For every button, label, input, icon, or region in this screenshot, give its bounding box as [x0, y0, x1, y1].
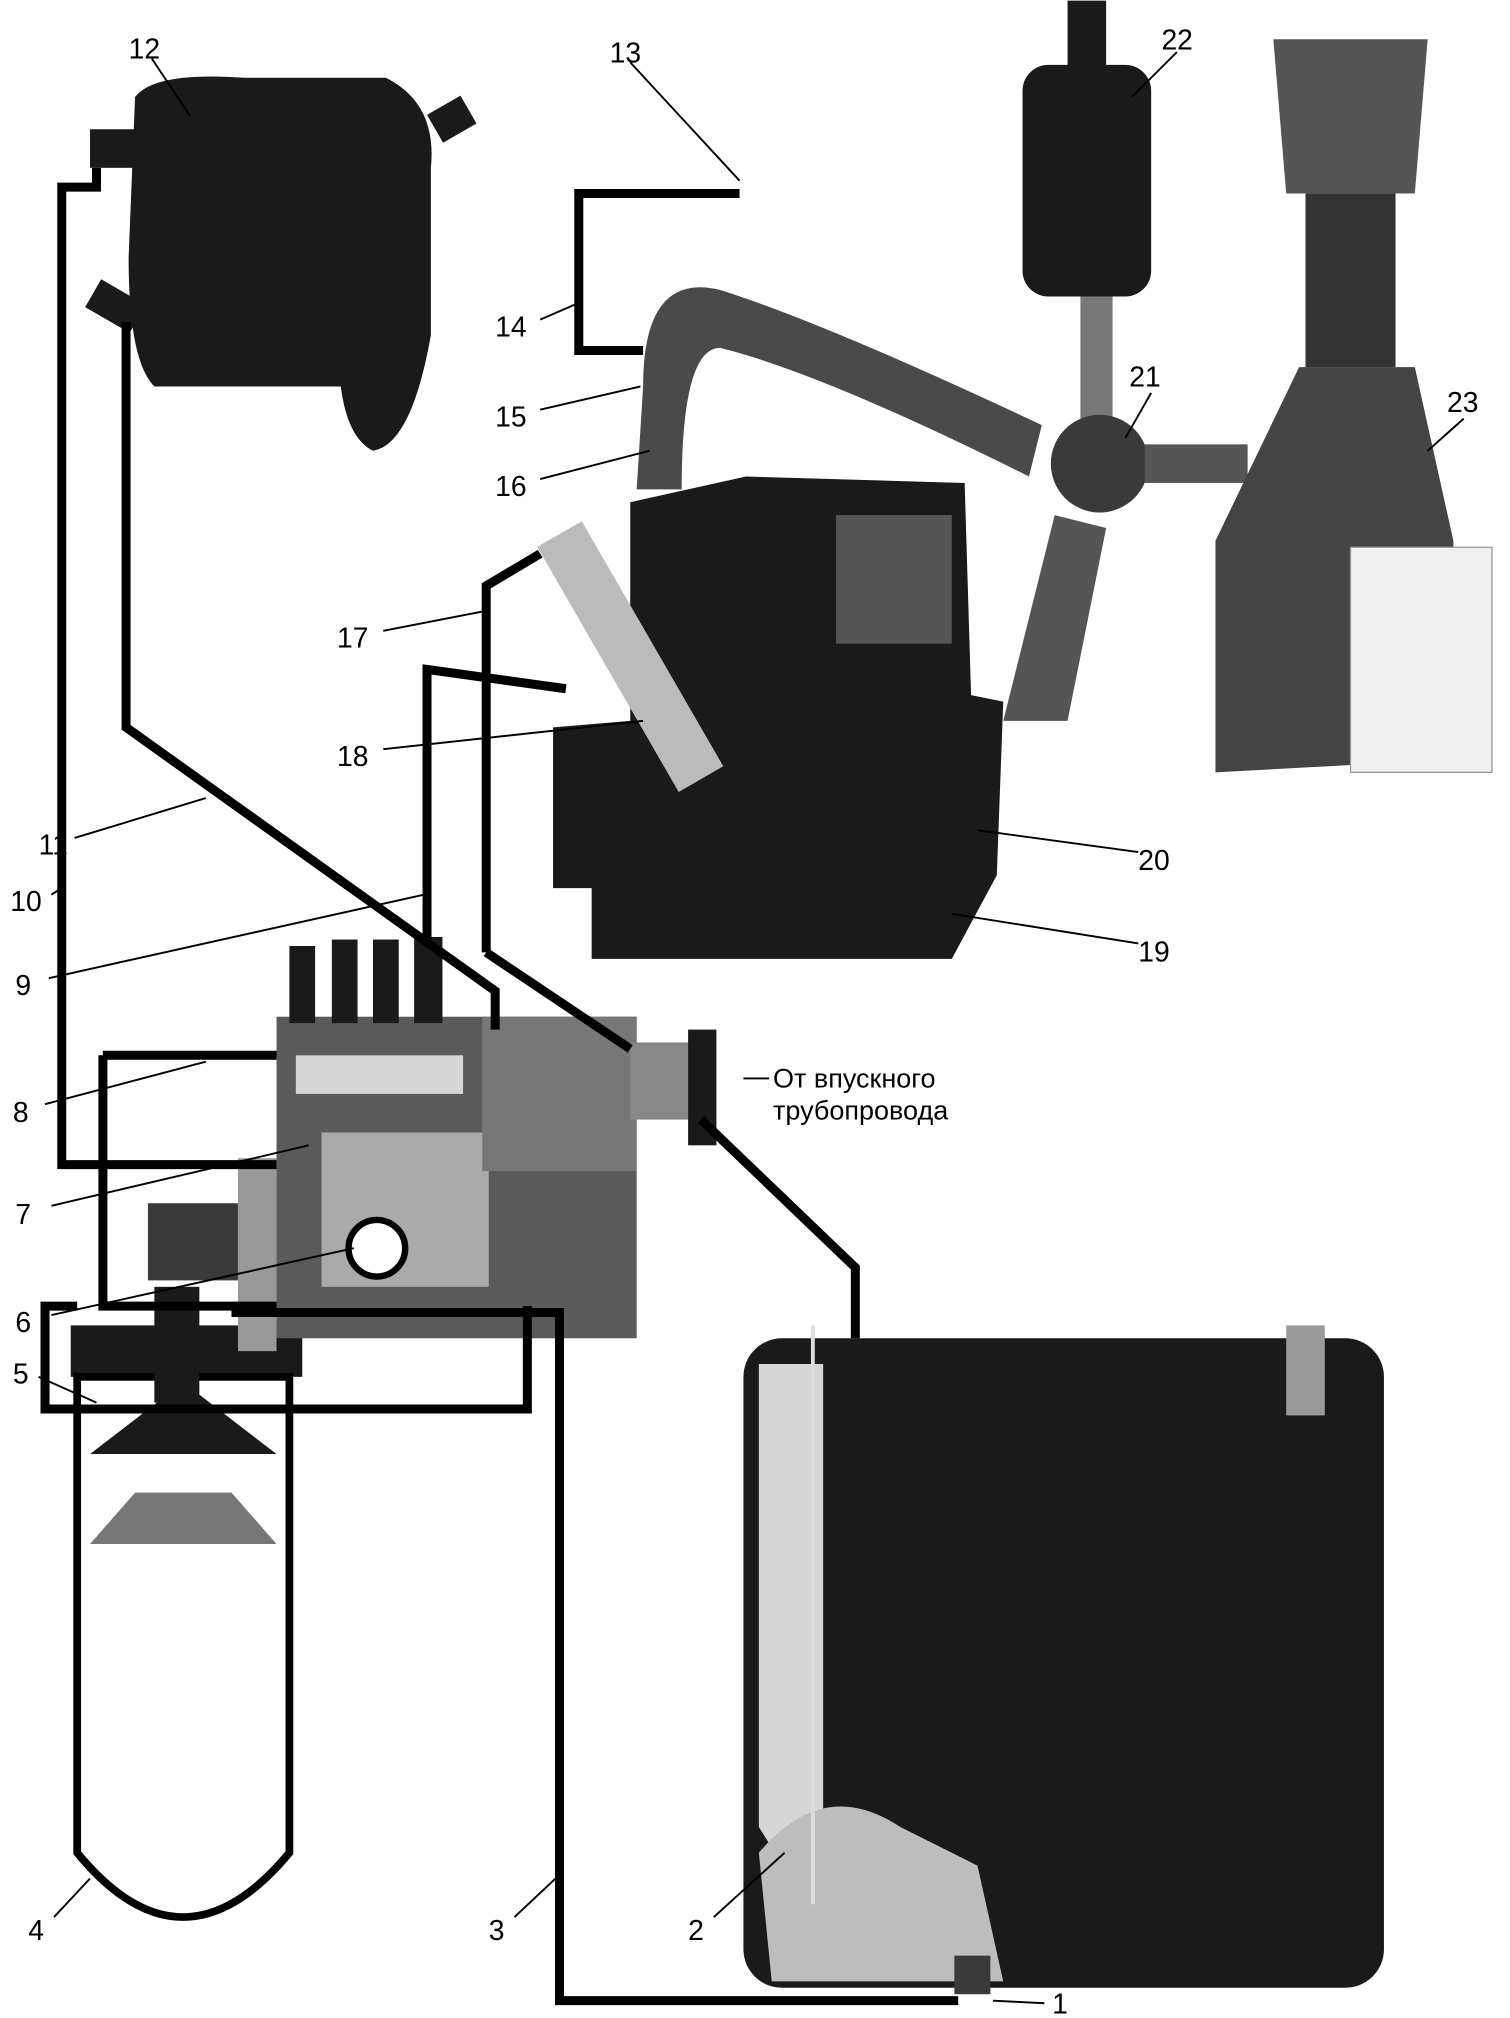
callout-23: 23	[1447, 386, 1478, 418]
intake-manifold-caption-line1: От впускного	[773, 1063, 936, 1093]
coarse-fuel-filter	[70, 1286, 303, 1921]
callout-17: 17	[337, 622, 368, 654]
callout-18: 18	[337, 740, 368, 772]
callout-21: 21	[1129, 360, 1160, 392]
callout-13: 13	[610, 36, 641, 68]
callout-2: 2	[688, 1914, 704, 1946]
callout-22: 22	[1161, 23, 1192, 55]
callout-9: 9	[15, 969, 31, 1001]
callout-leaders	[38, 51, 1465, 2005]
injection-pump	[147, 936, 717, 1352]
air-cleaner-assembly	[1003, 0, 1493, 773]
fuel-lines	[40, 167, 959, 2006]
callout-11: 11	[39, 829, 68, 861]
callout-16: 16	[495, 470, 526, 502]
engine-block	[537, 287, 1042, 959]
callout-12: 12	[129, 32, 160, 64]
callout-8: 8	[13, 1096, 29, 1128]
callout-4: 4	[28, 1914, 44, 1946]
callout-3: 3	[489, 1914, 505, 1946]
callout-labels: 1 2 3 4 5 6 7 8 9 10 11 12 13 14 15 16 1…	[10, 23, 1478, 2018]
callout-7: 7	[15, 1198, 31, 1230]
callout-14: 14	[495, 310, 526, 342]
callout-20: 20	[1138, 844, 1169, 876]
callout-19: 19	[1138, 935, 1169, 967]
injector	[537, 521, 724, 792]
callout-6: 6	[15, 1306, 31, 1338]
intake-manifold-caption-line2: трубопровода	[773, 1096, 949, 1126]
callout-5: 5	[13, 1357, 29, 1389]
callout-10: 10	[10, 885, 41, 917]
fuel-tank	[743, 1325, 1384, 1995]
fine-fuel-filter	[85, 76, 477, 451]
callout-1: 1	[1052, 1988, 1068, 2018]
callout-15: 15	[495, 400, 526, 432]
